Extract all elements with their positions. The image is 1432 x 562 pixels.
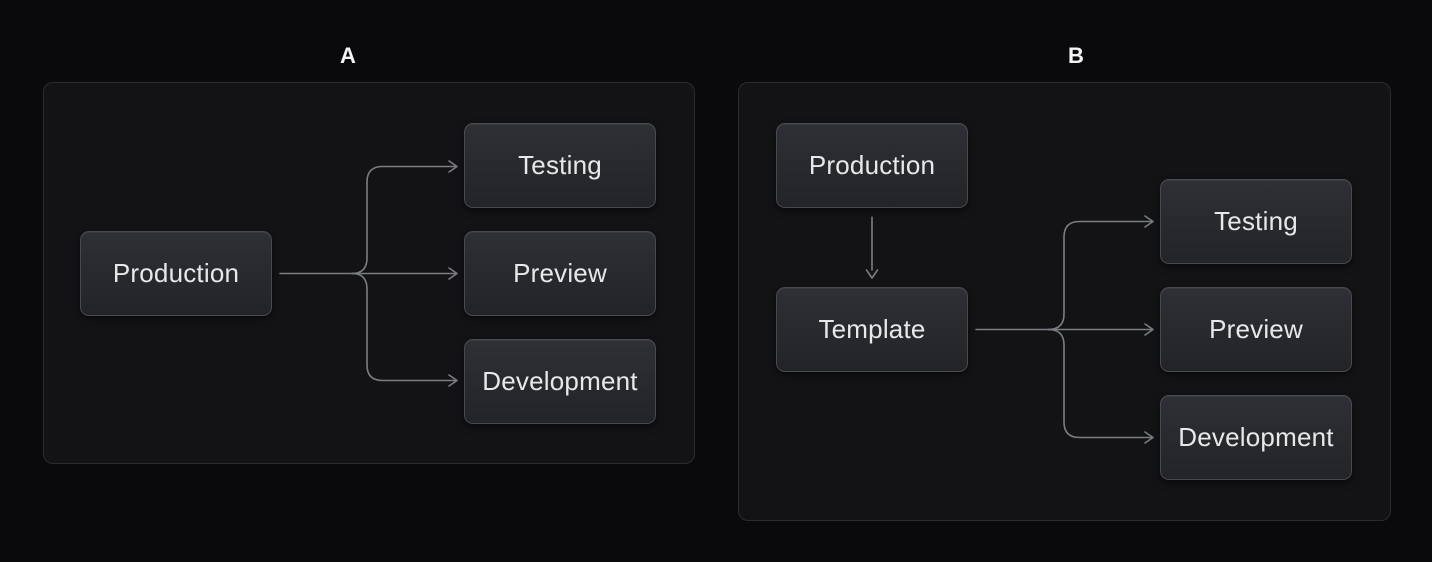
node-b-template: Template (776, 287, 968, 372)
node-b-preview: Preview (1160, 287, 1352, 372)
node-b-production: Production (776, 123, 968, 208)
node-a-testing: Testing (464, 123, 656, 208)
node-b-testing: Testing (1160, 179, 1352, 264)
node-b-development: Development (1160, 395, 1352, 480)
node-a-development: Development (464, 339, 656, 424)
node-a-preview: Preview (464, 231, 656, 316)
panel-b-label: B (1068, 43, 1084, 68)
panel-a-label: A (340, 43, 356, 68)
node-a-production: Production (80, 231, 272, 316)
